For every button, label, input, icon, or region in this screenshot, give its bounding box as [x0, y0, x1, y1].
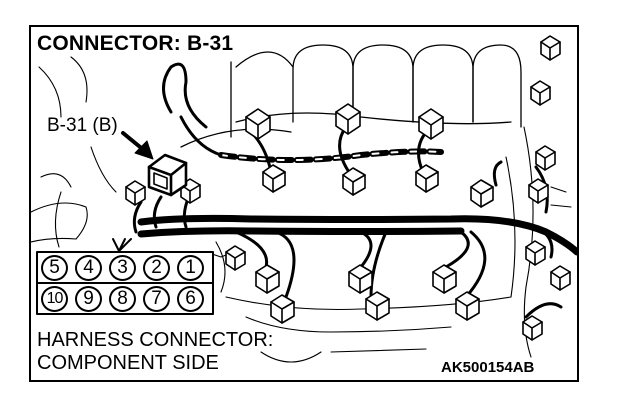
harness-loop — [162, 62, 223, 157]
pin-4: 4 — [75, 255, 102, 281]
engine-outline — [31, 56, 572, 363]
pin-7: 7 — [143, 286, 170, 312]
pin-1: 1 — [177, 255, 204, 281]
pin-5: 5 — [41, 255, 68, 281]
pin-9: 9 — [75, 286, 102, 312]
diagram-frame: CONNECTOR: B-31 B-31 (B) 5 4 3 2 1 10 9 … — [29, 25, 579, 382]
pin-10: 10 — [41, 286, 68, 312]
main-harness — [137, 214, 577, 256]
engine-harness-illustration — [31, 35, 577, 363]
pointer-arrow — [121, 131, 154, 160]
figure-code: AK500154AB — [441, 359, 535, 376]
upper-harness — [218, 148, 444, 163]
pin-6: 6 — [177, 286, 204, 312]
harness-caption-line1: HARNESS CONNECTOR: — [37, 329, 274, 351]
harness-caption-line2: COMPONENT SIDE — [37, 352, 219, 374]
pin-2: 2 — [143, 255, 170, 281]
pin-3: 3 — [109, 255, 136, 281]
connector-label: B-31 (B) — [47, 115, 118, 136]
intake-manifold — [180, 44, 522, 148]
component-connectors — [125, 35, 571, 341]
b31-connector — [147, 153, 188, 197]
diagram-title: CONNECTOR: B-31 — [37, 32, 234, 55]
pin-8: 8 — [109, 286, 136, 312]
